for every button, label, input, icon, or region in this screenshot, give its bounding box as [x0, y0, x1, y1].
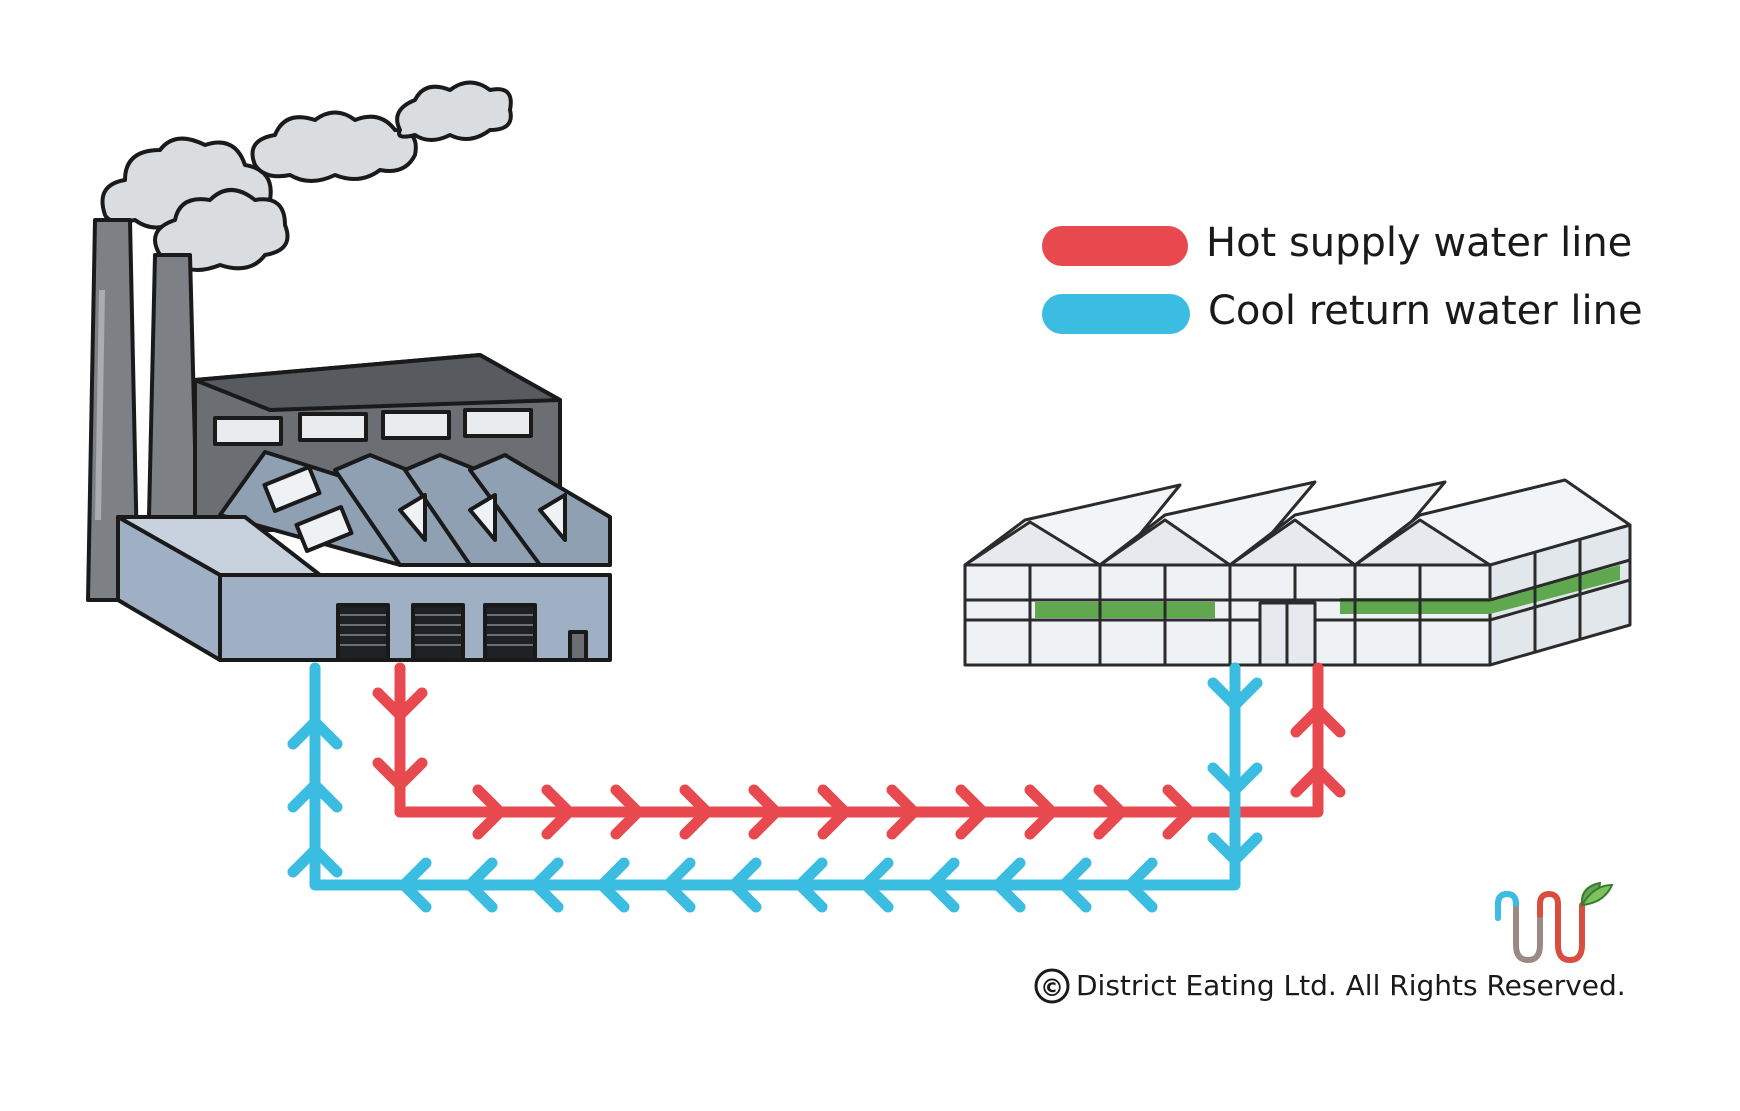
- cool-arrow-icon: [596, 857, 630, 913]
- cool-arrow-icon: [926, 857, 960, 913]
- garage-door-icon: [336, 603, 537, 662]
- cool-arrow-icon: [287, 844, 343, 878]
- hot-arrow-icon: [541, 784, 575, 840]
- hot-arrow-icon: [1162, 784, 1196, 840]
- copyright-footer: © District Eating Ltd. All Rights Reserv…: [1034, 968, 1626, 1004]
- factory-icon: [86, 80, 612, 662]
- cool-arrow-icon: [1207, 832, 1263, 866]
- hot-arrow-icon: [472, 784, 506, 840]
- cool-arrow-icon: [1058, 857, 1092, 913]
- hot-arrow-icon: [1024, 784, 1058, 840]
- cool-arrow-icon: [287, 716, 343, 750]
- copyright-icon: [1034, 968, 1070, 1004]
- copyright-symbol: ©: [1040, 974, 1064, 1002]
- legend: Hot supply water line Cool return water …: [1042, 220, 1643, 334]
- hot-arrow-icon: [955, 784, 989, 840]
- hot-arrow-icon: [679, 784, 713, 840]
- cool-arrow-icon: [464, 857, 498, 913]
- hot-arrow-icon: [1290, 704, 1346, 738]
- pipe-network: [287, 662, 1346, 913]
- legend-hot-label: Hot supply water line: [1206, 220, 1632, 266]
- legend-cool-label: Cool return water line: [1208, 288, 1643, 334]
- cool-arrow-icon: [398, 857, 432, 913]
- hot-arrow-icon: [372, 757, 428, 791]
- cool-arrow-icon: [287, 779, 343, 813]
- cool-arrow-icon: [530, 857, 564, 913]
- hot-arrow-icon: [886, 784, 920, 840]
- district-heating-logo-icon: [1495, 881, 1614, 964]
- cool-arrow-icon: [1207, 677, 1263, 711]
- legend-hot-swatch: [1042, 226, 1188, 266]
- cool-arrow-icon: [992, 857, 1026, 913]
- hot-arrow-icon: [372, 687, 428, 721]
- cool-arrow-icon: [1124, 857, 1158, 913]
- cool-flow-arrows: [287, 677, 1263, 913]
- copyright-text: District Eating Ltd. All Rights Reserved…: [1076, 969, 1626, 1002]
- hot-arrow-icon: [748, 784, 782, 840]
- hot-arrow-icon: [817, 784, 851, 840]
- cool-return-pipe: [309, 662, 1241, 891]
- cool-arrow-icon: [794, 857, 828, 913]
- greenhouse-icon: [963, 478, 1632, 667]
- cool-arrow-icon: [1207, 762, 1263, 796]
- cool-arrow-icon: [662, 857, 696, 913]
- cool-arrow-icon: [860, 857, 894, 913]
- chimney-icon: [146, 253, 200, 562]
- plants-icon: [1035, 565, 1620, 618]
- hot-flow-arrows: [372, 687, 1346, 840]
- hot-arrow-icon: [1290, 764, 1346, 798]
- cool-arrow-icon: [728, 857, 762, 913]
- hot-arrow-icon: [610, 784, 644, 840]
- hot-arrow-icon: [1093, 784, 1127, 840]
- hot-supply-pipe: [394, 662, 1324, 818]
- smoke-icon: [100, 80, 513, 272]
- legend-cool-swatch: [1042, 294, 1190, 334]
